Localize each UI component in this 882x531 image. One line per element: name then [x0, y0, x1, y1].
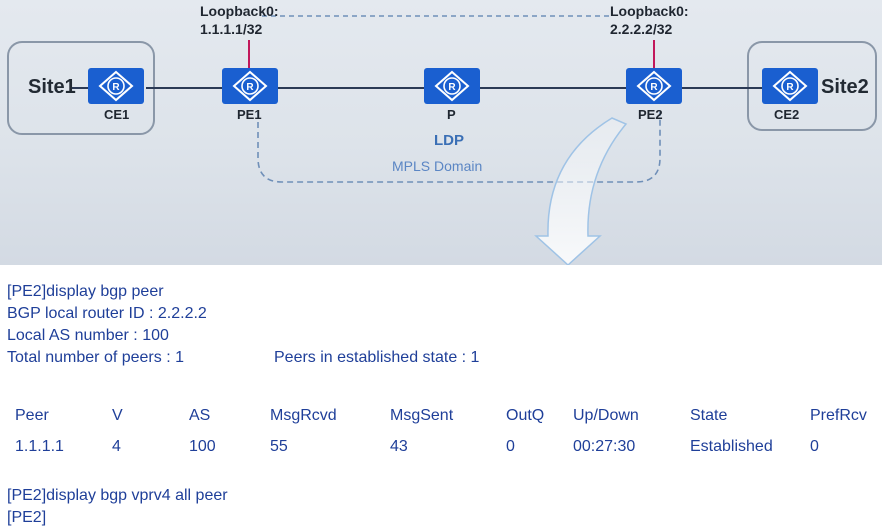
router-icon-pe2: R — [626, 68, 682, 104]
site2-box — [747, 41, 877, 131]
loopback-pe1-address: 1.1.1.1/32 — [200, 21, 263, 37]
cell-msgrcvd: 55 — [270, 438, 288, 455]
cell-updown: 00:27:30 — [573, 438, 636, 455]
cli-prompt: [PE2] — [7, 509, 47, 526]
site1-label: Site1 — [28, 76, 76, 98]
cell-prefrcv: 0 — [810, 438, 819, 455]
loopback-pe2-address: 2.2.2.2/32 — [610, 21, 673, 37]
loopback-pe2-name: Loopback0: — [610, 3, 689, 19]
svg-text:R: R — [448, 82, 456, 93]
router-icon-ce1: R — [88, 68, 144, 104]
cell-state: Established — [690, 438, 773, 455]
topology-drawing: R R R R R — [7, 15, 877, 265]
router-label-p: P — [447, 107, 456, 122]
table-header-state: State — [690, 407, 728, 424]
router-icon-ce2: R — [762, 68, 818, 104]
network-topology-diagram: R R R R R Site1 Site2 — [0, 0, 882, 265]
loopback-pe1-name: Loopback0: — [200, 3, 279, 19]
cell-msgsent: 43 — [390, 438, 408, 455]
table-header-as: AS — [189, 407, 211, 424]
cli-established-peers: Peers in established state : 1 — [274, 349, 480, 366]
router-label-pe1: PE1 — [237, 107, 262, 122]
cell-as: 100 — [189, 438, 216, 455]
router-label-ce2: CE2 — [774, 107, 800, 122]
router-icon-p: R — [424, 68, 480, 104]
table-header-msgrcvd: MsgRcvd — [270, 407, 337, 424]
site2-label: Site2 — [821, 76, 869, 98]
ldp-label: LDP — [434, 132, 464, 149]
curved-arrow-icon — [534, 117, 628, 265]
cell-outq: 0 — [506, 438, 515, 455]
mpls-domain-label: MPLS Domain — [392, 158, 483, 174]
table-header-peer: Peer — [15, 407, 49, 424]
svg-text:R: R — [112, 82, 120, 93]
table-header-outq: OutQ — [506, 407, 545, 424]
router-label-ce1: CE1 — [104, 107, 130, 122]
svg-text:R: R — [650, 82, 658, 93]
svg-text:R: R — [786, 82, 794, 93]
cli-total-peers: Total number of peers : 1 — [7, 349, 184, 366]
cli-router-id: BGP local router ID : 2.2.2.2 — [7, 305, 207, 322]
router-label-pe2: PE2 — [638, 107, 663, 122]
mpls-domain-outline — [257, 112, 661, 183]
table-header-v: V — [112, 407, 123, 424]
router-icon-pe1: R — [222, 68, 278, 104]
cli-command-display-bgp-vprv4: [PE2]display bgp vprv4 all peer — [7, 487, 228, 504]
svg-text:R: R — [246, 82, 254, 93]
table-header-prefrcv: PrefRcv — [810, 407, 867, 424]
cli-command-display-bgp-peer: [PE2]display bgp peer — [7, 283, 164, 300]
cli-local-as: Local AS number : 100 — [7, 327, 169, 344]
table-header-updown: Up/Down — [573, 407, 639, 424]
table-header-msgsent: MsgSent — [390, 407, 454, 424]
cell-v: 4 — [112, 438, 121, 455]
cell-peer: 1.1.1.1 — [15, 438, 64, 455]
